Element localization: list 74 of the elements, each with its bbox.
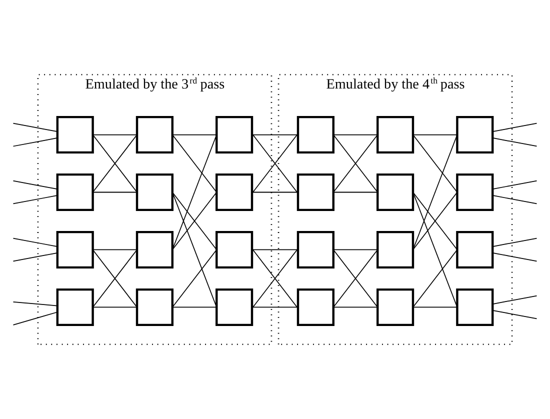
connector <box>332 134 378 136</box>
connector <box>252 134 298 136</box>
node-box <box>376 288 414 326</box>
connector <box>412 306 458 308</box>
connector <box>492 195 538 204</box>
connector <box>492 180 538 190</box>
connector <box>172 192 218 308</box>
node-box <box>216 116 254 154</box>
connector <box>172 306 218 308</box>
node-box <box>376 116 414 154</box>
node-box <box>136 288 174 326</box>
connector <box>332 249 378 308</box>
connector <box>12 122 58 132</box>
connector <box>252 249 298 308</box>
connector <box>492 122 538 132</box>
connector <box>92 249 138 308</box>
connector <box>12 180 58 190</box>
node-box <box>216 230 254 269</box>
node-box <box>296 173 334 212</box>
cluster: Emulated by the 3$^{rd}$ pass <box>37 74 272 346</box>
node-box <box>56 288 94 326</box>
connector <box>412 192 458 250</box>
node-box <box>376 173 414 212</box>
node-box <box>296 230 334 269</box>
node-box <box>136 116 174 154</box>
connector <box>252 192 298 193</box>
connector <box>412 249 458 308</box>
connector <box>412 134 458 250</box>
connector <box>92 134 138 136</box>
node-box <box>136 230 174 269</box>
node-box <box>56 173 94 212</box>
connector <box>332 192 378 193</box>
connector <box>492 238 538 247</box>
connector <box>252 134 298 193</box>
connector <box>412 192 458 308</box>
node-box <box>136 173 174 212</box>
node-box <box>456 116 494 154</box>
connector <box>12 138 58 147</box>
cluster: Emulated by the 4$^{th}$ pass <box>278 74 513 346</box>
connector <box>412 134 458 193</box>
node-box <box>456 288 494 326</box>
node-box <box>56 116 94 154</box>
connector <box>92 134 138 193</box>
connector <box>492 252 538 262</box>
connector <box>12 194 58 204</box>
node-box <box>216 173 254 212</box>
node-box <box>456 173 494 212</box>
node-box <box>296 288 334 326</box>
connector <box>92 306 138 308</box>
connector <box>492 310 538 320</box>
connector <box>172 134 218 250</box>
connector <box>492 295 538 304</box>
connector <box>172 192 218 250</box>
connector <box>252 306 298 308</box>
connector <box>252 249 298 250</box>
connector <box>12 301 58 306</box>
node-box <box>296 116 334 154</box>
connector <box>92 249 138 250</box>
connector <box>412 134 458 136</box>
node-box <box>56 230 94 269</box>
connector <box>332 249 378 250</box>
connector <box>12 252 58 262</box>
node-box <box>376 230 414 269</box>
node-box <box>456 230 494 269</box>
connector <box>492 138 538 147</box>
connector <box>12 238 58 248</box>
connector <box>172 134 218 136</box>
connector <box>92 192 138 193</box>
node-box <box>216 288 254 326</box>
connector <box>332 306 378 308</box>
connector <box>332 134 378 193</box>
connector <box>172 249 218 308</box>
connector <box>12 312 58 326</box>
connector <box>172 134 218 193</box>
